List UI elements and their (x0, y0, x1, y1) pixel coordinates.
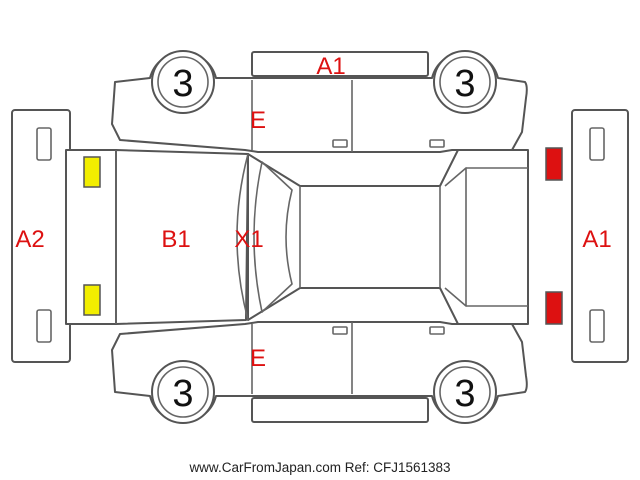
label-rear-bumper: A1 (582, 226, 611, 253)
label-front-right-door: E (250, 345, 266, 372)
tire-rear-right: 3 (433, 360, 497, 424)
label-windshield: X1 (234, 226, 263, 253)
tire-front-left-rating: 3 (172, 63, 193, 105)
rear-right-light (545, 291, 563, 325)
label-roof-top: A1 (316, 53, 345, 80)
tire-rear-left: 3 (433, 50, 497, 114)
roof-bottom-strip (251, 397, 429, 423)
tire-front-right-rating: 3 (172, 373, 193, 415)
front-left-light (83, 156, 101, 188)
rear-bumper (571, 109, 629, 363)
front-right-light (83, 284, 101, 316)
roof-top-strip (251, 51, 429, 77)
rear-left-light (545, 147, 563, 181)
tire-front-right: 3 (151, 360, 215, 424)
label-front-left-door: E (250, 107, 266, 134)
car-body-top-view (65, 149, 529, 325)
tire-front-left: 3 (151, 50, 215, 114)
label-front-bumper: A2 (15, 226, 44, 253)
label-hood: B1 (161, 226, 190, 253)
tire-rear-left-rating: 3 (454, 63, 475, 105)
footer-reference: www.CarFromJapan.com Ref: CFJ1561383 (188, 460, 450, 475)
tire-rear-right-rating: 3 (454, 373, 475, 415)
